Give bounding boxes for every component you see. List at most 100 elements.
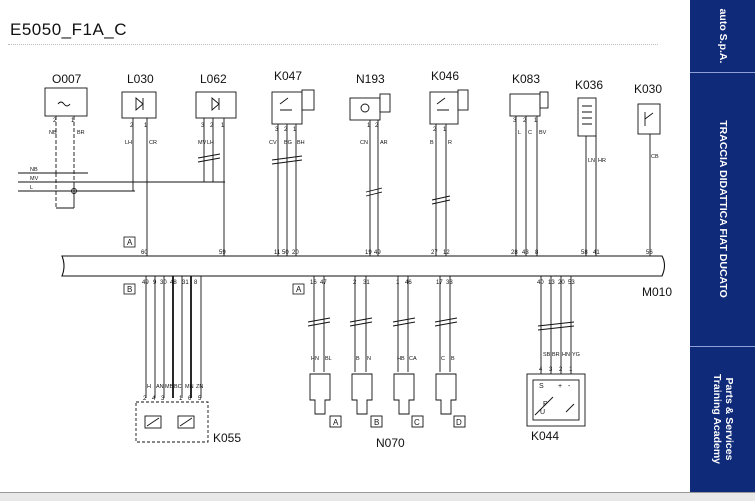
ecu-pin: 43 <box>522 250 529 256</box>
wire-color-label: HB <box>397 356 405 362</box>
connector-pin: 1 <box>221 123 225 129</box>
wiring-diagram: NB MV L <box>18 69 672 450</box>
ecu-pin: 49 <box>374 250 381 256</box>
wire-color-label: LN <box>588 158 595 164</box>
connector-pin: 2 <box>433 127 437 133</box>
sidebar-academy-line1: Parts & Services <box>722 377 735 461</box>
label-k046: K046 <box>431 69 459 83</box>
k044-pin: 4 <box>539 367 543 373</box>
ecu-pin: 30 <box>160 280 167 286</box>
wire-color-label: MN <box>185 384 194 390</box>
k055-pin: 2 <box>143 396 147 402</box>
label-k083: K083 <box>512 72 540 86</box>
ecu-pin: 40 <box>537 280 544 286</box>
label-l062: L062 <box>200 72 227 86</box>
ecu-pin: 2 <box>353 280 357 286</box>
ecu-pin: 9 <box>153 280 157 286</box>
wire-color-label: ZN <box>196 384 203 390</box>
connector-pin: 2 <box>523 118 527 124</box>
sidebar-course: TRACCIA DIDATTICA FIAT DUCATO <box>716 120 729 298</box>
k055-pin: 5 <box>198 396 202 402</box>
ecu-pin: 1 <box>396 280 400 286</box>
bus-label-l: L <box>30 185 33 191</box>
ecu-pin: 58 <box>581 250 588 256</box>
label-k055: K055 <box>213 431 241 445</box>
ecu-pin: 17 <box>436 280 443 286</box>
ecu-pin: 16 <box>310 280 317 286</box>
footer-line <box>0 492 755 501</box>
wire-color-label: CB <box>651 154 659 160</box>
k044-mark-s: S <box>539 383 544 390</box>
sidebar-middle: TRACCIA DIDATTICA FIAT DUCATO <box>690 72 755 347</box>
injector-tag-c: C <box>414 418 420 427</box>
connector-pin: 1 <box>367 123 371 129</box>
o007-symbol <box>44 87 88 117</box>
injector-tag-b: B <box>374 418 379 427</box>
sidebar-company: auto S.p.A. <box>716 8 729 64</box>
label-l030: L030 <box>127 72 154 86</box>
label-m010: M010 <box>642 285 672 299</box>
sidebar: auto S.p.A. TRACCIA DIDATTICA FIAT DUCAT… <box>690 0 755 492</box>
ecu-pin: 48 <box>170 280 177 286</box>
k044-mark-plus: + <box>558 383 562 390</box>
sidebar-academy-line2: Training Academy <box>710 373 723 465</box>
wire-color-label: MV <box>198 140 207 146</box>
ecu-pin: 12 <box>443 250 450 256</box>
connector-box-b <box>123 283 136 295</box>
connector-pin: 2 <box>130 123 134 129</box>
l030-symbol <box>121 91 157 119</box>
wire-color-label: HN <box>311 356 319 362</box>
label-k036: K036 <box>575 78 603 92</box>
top-wires <box>55 116 651 256</box>
sidebar-bottom: Parts & Services Training Academy <box>690 346 755 492</box>
k044-mark-minus: - <box>568 383 571 390</box>
connector-pin: 1 <box>534 118 538 124</box>
k044-mark-u: U <box>540 409 545 416</box>
wire-color-label: AR <box>380 140 388 146</box>
ecu-pin: 56 <box>646 250 653 256</box>
bus-label-mv: MV <box>30 176 39 182</box>
connector-pin: 3 <box>513 118 517 124</box>
wire-color-label: BV <box>539 130 547 136</box>
ecu-pin: 59 <box>219 250 226 256</box>
connector-pin: 1 <box>443 127 447 133</box>
ecu-pin: 31 <box>363 280 370 286</box>
wire-color-label: CA <box>409 356 417 362</box>
wire-color-label: B <box>356 356 360 362</box>
k055-pin: 4 <box>152 396 156 402</box>
wire-color-label: YG <box>572 352 580 358</box>
label-n070: N070 <box>376 436 405 450</box>
k044-mark-p: P <box>543 401 548 408</box>
ecu-pin: 20 <box>558 280 565 286</box>
ecu-pin: 27 <box>431 250 438 256</box>
connector-pin: 3 <box>201 123 205 129</box>
k055-pin: 3 <box>161 396 165 402</box>
ecu-pin: 28 <box>511 250 518 256</box>
wire-color-label: CV <box>269 140 277 146</box>
ecu-pin: 19 <box>365 250 372 256</box>
l062-symbol <box>195 91 237 119</box>
wire-color-label: B <box>430 140 434 146</box>
wire-color-label: BG <box>284 140 292 146</box>
k055-symbol <box>135 401 209 443</box>
wire-color-label: CR <box>149 140 157 146</box>
wire-color-label: L <box>518 130 521 136</box>
k047-symbol <box>271 91 303 125</box>
connector-pin: 2 <box>210 123 214 129</box>
k044-pin: 3 <box>549 367 553 373</box>
wire-color-label: MB <box>165 384 174 390</box>
wire-color-label: NB <box>49 130 57 136</box>
ecu-pin: 8 <box>535 250 539 256</box>
ecu-pin: 53 <box>568 280 575 286</box>
connector-pin: 3 <box>275 127 279 133</box>
ecu-pin: 41 <box>593 250 600 256</box>
label-o007: O007 <box>52 72 82 86</box>
injector-tag-a: A <box>333 418 339 427</box>
ecu-pin: 60 <box>141 250 148 256</box>
wire-color-label: LH <box>125 140 132 146</box>
k030-symbol <box>637 103 661 135</box>
wire-color-label: BR <box>77 130 85 136</box>
wire-color-label: SB <box>543 352 551 358</box>
wire-color-label: N <box>367 356 371 362</box>
bus-label-nb: NB <box>30 167 38 173</box>
